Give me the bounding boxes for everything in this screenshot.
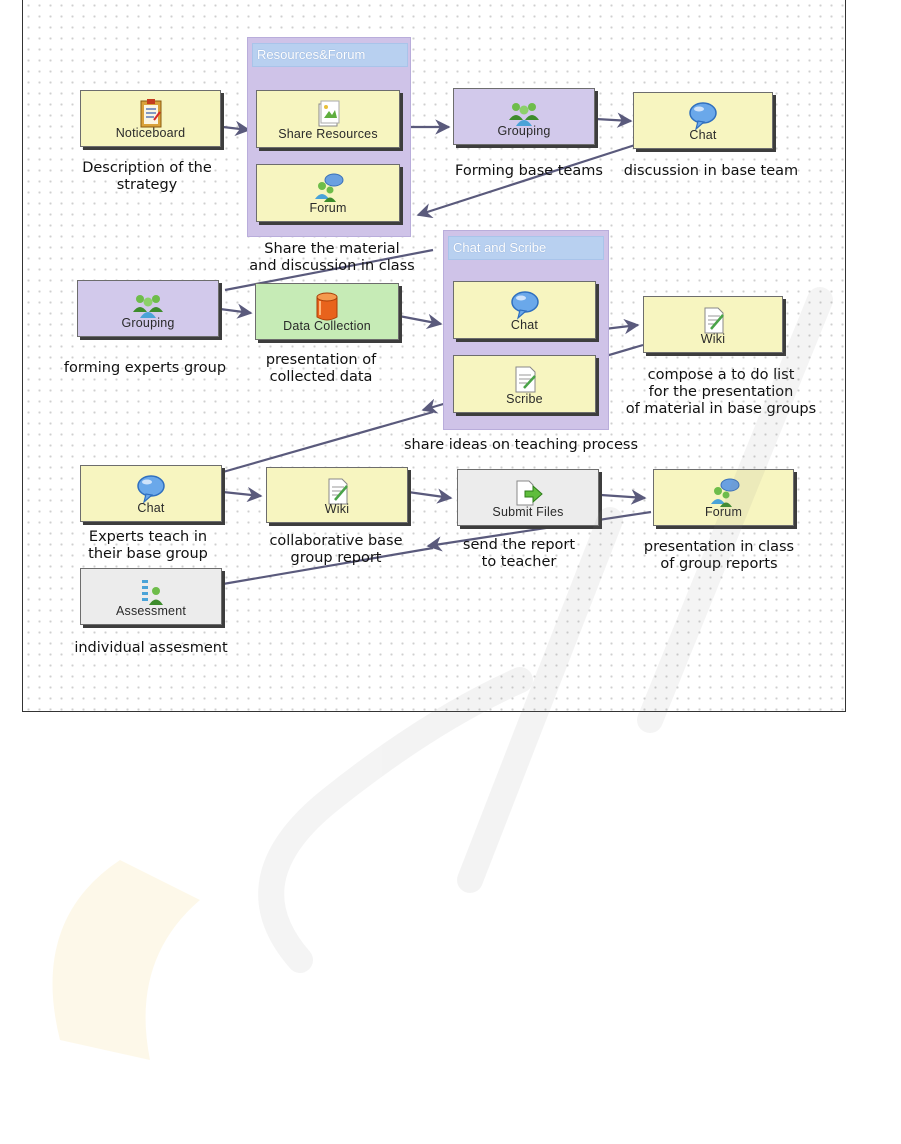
scribe-icon	[515, 366, 536, 393]
node-label: Chat	[510, 318, 539, 332]
edge-collab-assessment	[222, 546, 434, 586]
node-grouping-2[interactable]: Grouping	[77, 280, 219, 337]
caption-individual: individual assesment	[74, 640, 228, 656]
edge-scribe-chat3	[222, 410, 434, 474]
node-label: Grouping	[497, 124, 551, 138]
edge-noticeboard-share	[222, 120, 251, 137]
node-assessment[interactable]: Assessment	[80, 568, 222, 625]
node-data-collection[interactable]: Data Collection	[255, 283, 399, 340]
node-label: Wiki	[324, 502, 350, 516]
node-noticeboard[interactable]: Noticeboard	[80, 90, 221, 147]
document-icon	[318, 100, 340, 127]
noticeboard-icon	[140, 99, 161, 128]
edge-grouping2-data	[219, 303, 253, 319]
node-share-resources[interactable]: Share Resources	[256, 90, 400, 148]
diagram-canvas: Resources&Forum Chat and Scribe Noticebo…	[22, 0, 846, 712]
node-grouping-1[interactable]: Grouping	[453, 88, 595, 145]
edge-chat3-wiki2	[222, 486, 263, 503]
node-submit-files[interactable]: Submit Files	[457, 469, 599, 526]
node-forum-1[interactable]: Forum	[256, 164, 400, 222]
edge-grouping-chat	[595, 112, 633, 128]
forum-icon	[710, 478, 739, 507]
node-label: Wiki	[700, 332, 726, 346]
group-title-chat-scribe: Chat and Scribe	[448, 236, 604, 260]
node-label: Forum	[704, 505, 743, 519]
forum-icon	[315, 173, 344, 202]
database-icon	[316, 292, 338, 321]
node-wiki-2[interactable]: Wiki	[266, 467, 408, 523]
node-chat-2[interactable]: Chat	[453, 281, 596, 339]
assessment-icon	[142, 580, 163, 605]
edge-submit-forum2	[600, 489, 647, 505]
node-label: Chat	[689, 128, 717, 142]
chat-bubble-icon	[137, 475, 165, 504]
node-forum-2[interactable]: Forum	[653, 469, 794, 526]
caption-share-ideas: share ideas on teaching process	[403, 437, 639, 453]
caption-forming-experts: forming experts group	[63, 360, 227, 376]
node-chat-1[interactable]: Chat	[633, 92, 773, 149]
edge-chat-forum	[416, 143, 636, 219]
node-label: Noticeboard	[115, 126, 186, 140]
node-label: Submit Files	[492, 505, 564, 519]
node-label: Scribe	[506, 392, 543, 406]
node-label: Share Resources	[278, 127, 378, 141]
group-title-resources-forum: Resources&Forum	[252, 43, 408, 67]
wiki-icon	[704, 307, 724, 334]
wiki-icon	[328, 478, 348, 505]
node-label: Chat	[137, 501, 165, 515]
submit-files-icon	[516, 480, 543, 506]
edge-wiki2-submit	[407, 488, 453, 504]
users-icon	[509, 103, 539, 126]
node-wiki-1[interactable]: Wiki	[643, 296, 783, 353]
edge-forum2-collab	[426, 510, 652, 552]
caption-forming-base: Forming base teams	[455, 163, 603, 179]
node-label: Data Collection	[283, 319, 371, 333]
caption-discussion-base: discussion in base team	[623, 163, 799, 179]
node-label: Grouping	[121, 316, 175, 330]
node-scribe[interactable]: Scribe	[453, 355, 596, 413]
node-label: Forum	[309, 201, 347, 215]
node-chat-3[interactable]: Chat	[80, 465, 222, 522]
node-label: Assessment	[115, 604, 187, 618]
users-icon	[133, 295, 163, 318]
chat-bubble-icon	[510, 291, 539, 320]
chat-bubble-icon	[689, 102, 717, 131]
edge-data-chat2	[398, 313, 443, 329]
